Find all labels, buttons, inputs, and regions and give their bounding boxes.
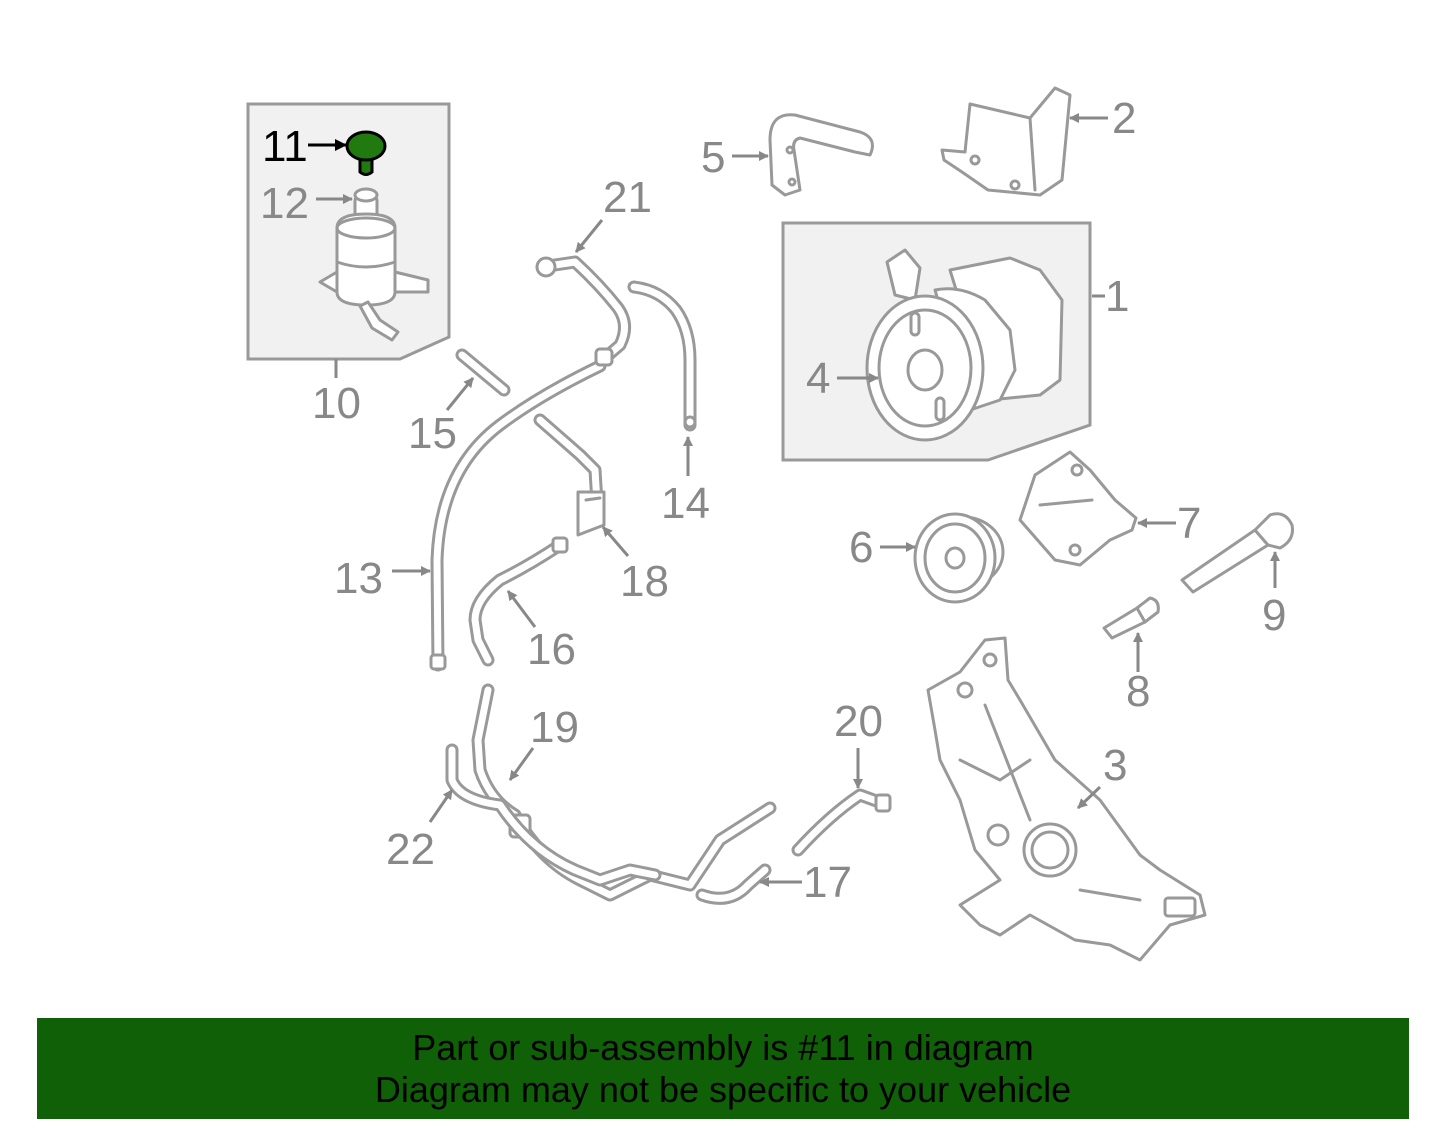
hose-16 <box>468 536 569 667</box>
callout-17: 17 <box>803 858 852 907</box>
callout-labels: 1 2 3 4 5 6 7 8 9 10 11 12 13 14 15 16 1… <box>260 94 1286 907</box>
callout-1: 1 <box>1105 272 1129 321</box>
line-22 <box>445 743 662 887</box>
hose-14 <box>627 280 697 432</box>
mounting-bracket-3 <box>926 636 1207 962</box>
bolt-8 <box>1102 596 1160 640</box>
callout-12: 12 <box>260 179 309 228</box>
callout-13: 13 <box>334 554 383 603</box>
leader-lines <box>308 113 1280 887</box>
line-18 <box>533 413 606 537</box>
callout-10: 10 <box>312 379 361 428</box>
banner-disclaimer-line: Diagram may not be specific to your vehi… <box>374 1069 1072 1110</box>
callout-2: 2 <box>1112 94 1136 143</box>
callout-22: 22 <box>386 825 435 874</box>
callout-9: 9 <box>1262 591 1286 640</box>
callout-5: 5 <box>701 133 725 182</box>
parts-diagram: 1 2 3 4 5 6 7 8 9 10 11 12 13 14 15 16 1… <box>246 86 1294 962</box>
callout-3: 3 <box>1103 741 1127 790</box>
callout-4: 4 <box>806 354 830 403</box>
line-19 <box>471 683 777 902</box>
bracket-5 <box>768 113 874 197</box>
bracket-2 <box>940 86 1072 197</box>
hose-15 <box>455 348 511 397</box>
callout-21: 21 <box>603 173 652 222</box>
callout-15: 15 <box>408 409 457 458</box>
reservoir-seal <box>353 187 379 203</box>
callout-7: 7 <box>1177 499 1201 548</box>
callout-16: 16 <box>527 625 576 674</box>
line-20 <box>791 788 892 857</box>
line-21 <box>535 255 631 367</box>
pressure-hose-13 <box>429 359 607 672</box>
callout-19: 19 <box>530 703 579 752</box>
hose-17 <box>695 863 772 905</box>
bracket-7 <box>1018 450 1138 567</box>
bolt-9 <box>1180 512 1294 594</box>
power-steering-pump <box>865 248 1064 442</box>
reservoir-bottle <box>318 193 430 342</box>
banner-part-line: Part or sub-assembly is #11 in diagram <box>412 1027 1034 1068</box>
reservoir-cap-highlighted[interactable] <box>345 130 387 176</box>
idler-pulley-6 <box>913 512 1005 604</box>
info-banner: Part or sub-assembly is #11 in diagram D… <box>37 1018 1409 1119</box>
callout-14: 14 <box>661 479 710 528</box>
callout-11: 11 <box>262 122 308 171</box>
callout-6: 6 <box>849 523 873 572</box>
callout-8: 8 <box>1126 667 1150 716</box>
callout-20: 20 <box>834 697 883 746</box>
callout-18: 18 <box>620 557 669 606</box>
